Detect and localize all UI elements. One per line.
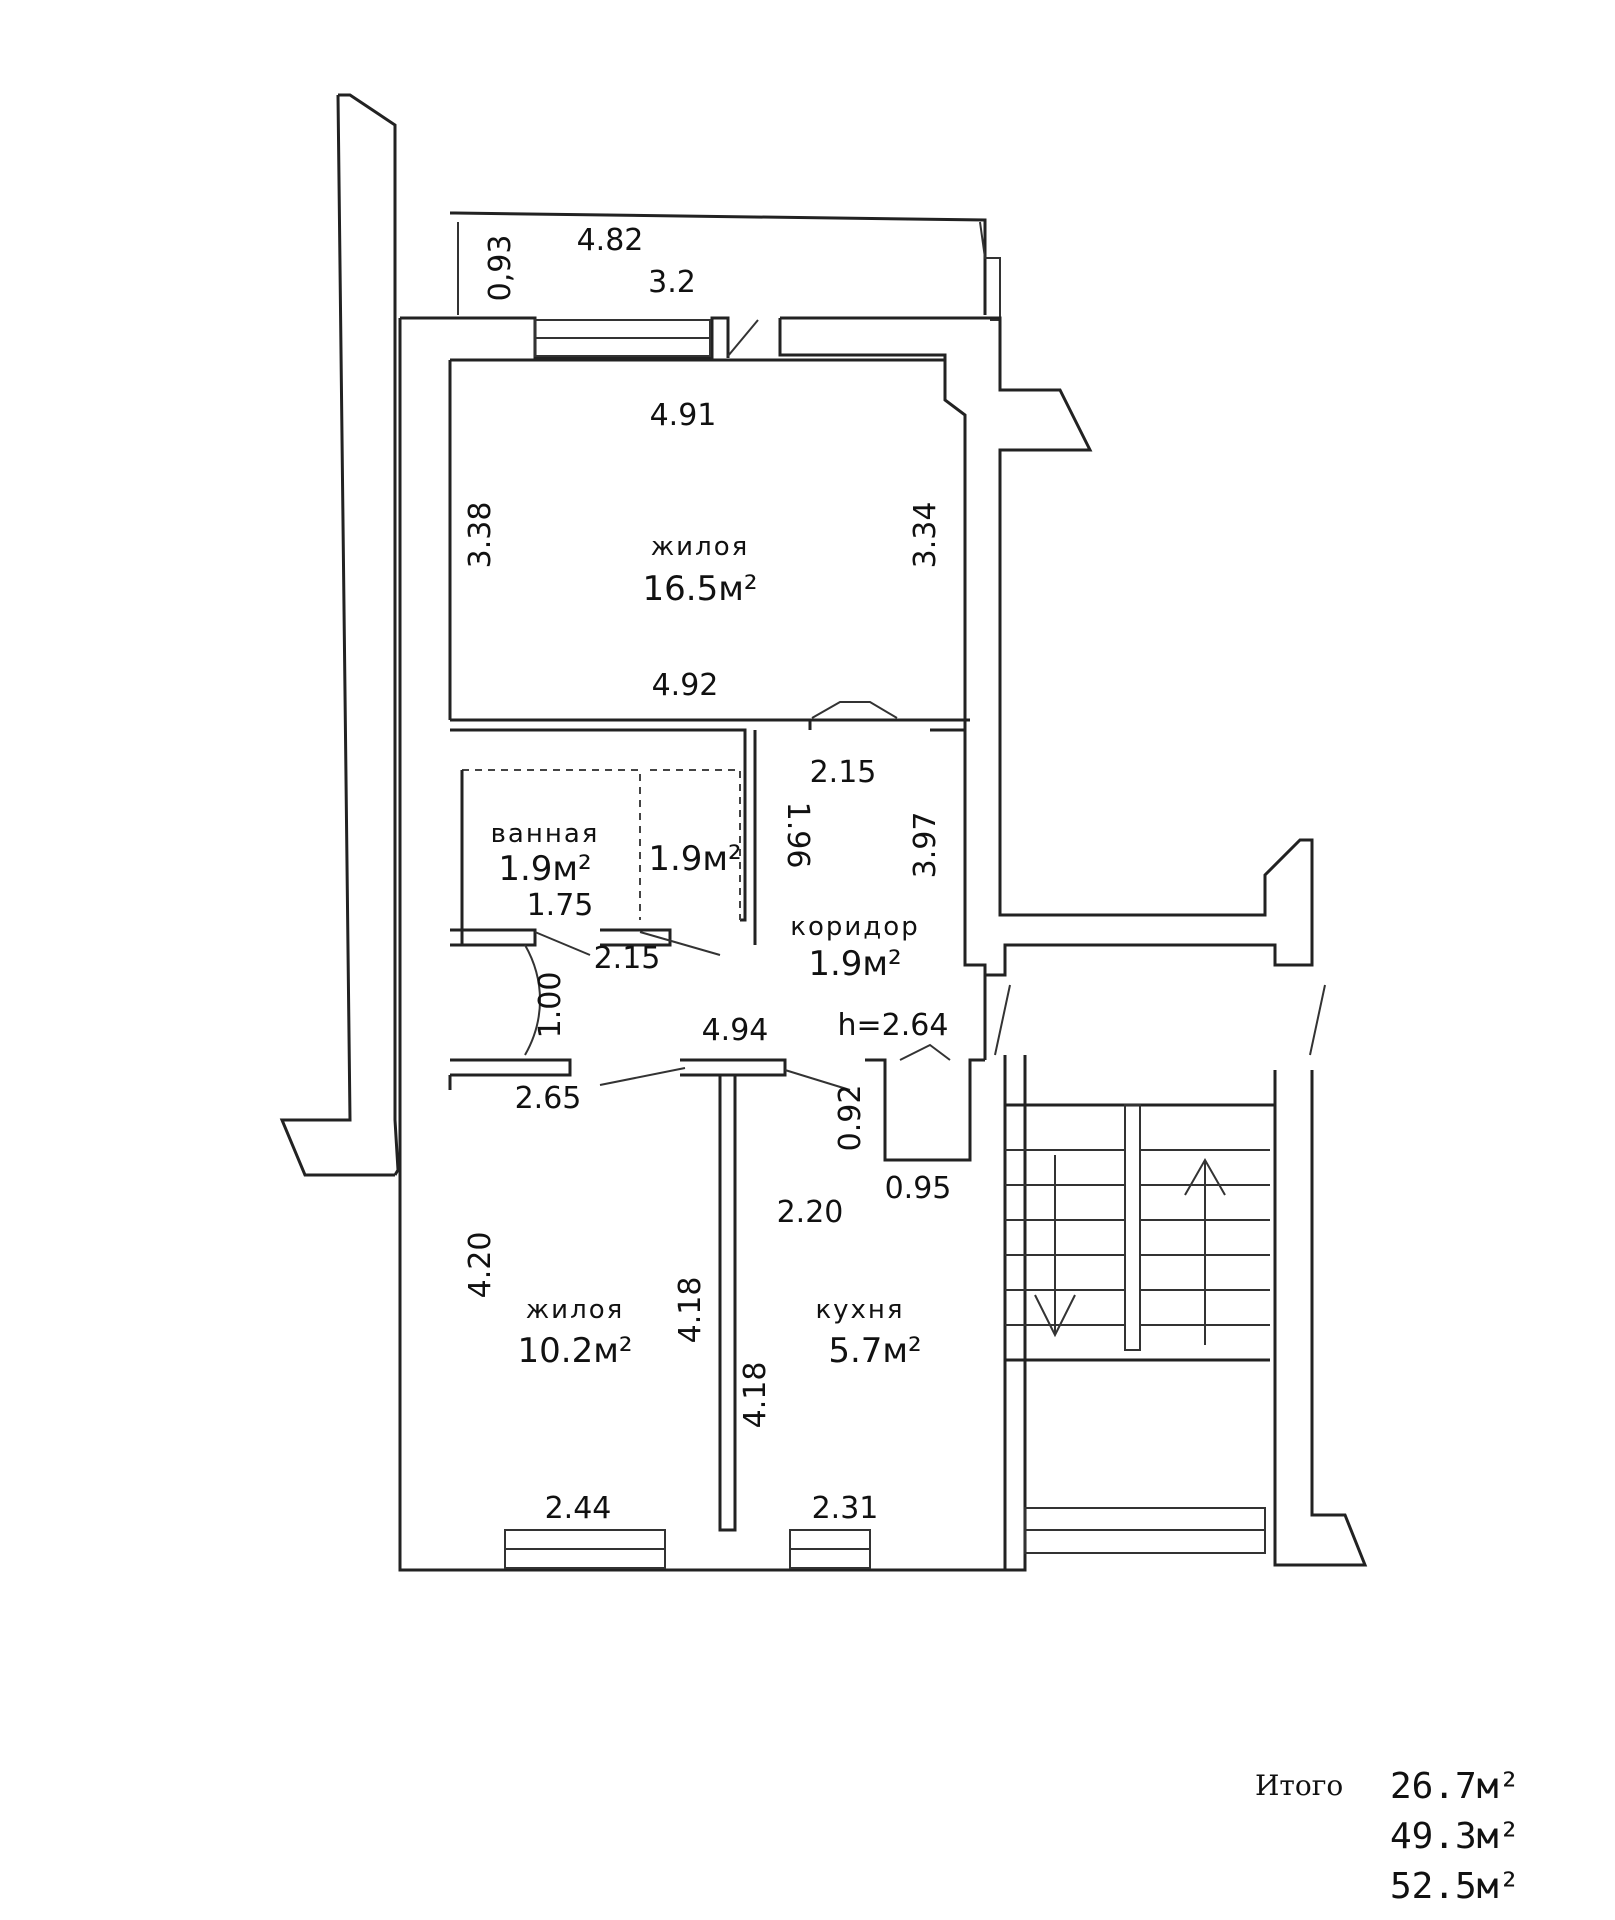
dim-kitchen-bottom: 2.31 [812, 1491, 879, 1526]
room-name-corridor: коридор [790, 912, 919, 942]
dim-corridor-bottom: 4.94 [702, 1013, 769, 1048]
door-swings [524, 319, 1326, 1091]
dim-corridor-top: 2.15 [810, 755, 877, 790]
room-name-kitchen: кухня [815, 1295, 904, 1325]
room-area-living-big: 16.5м² [643, 569, 758, 609]
staircase [1003, 1055, 1368, 1572]
dim-balcony-area: 3.2 [648, 265, 696, 300]
dim-ceiling-height: h=2.64 [838, 1008, 949, 1043]
room-labels: жилоя 16.5м² ванная 1.9м² 1.9м² коридор … [491, 532, 922, 1371]
dim-small-room-left: 4.20 [463, 1232, 498, 1299]
dim-living-big-top: 4.91 [650, 398, 717, 433]
dim-small-room-right: 4.18 [673, 1277, 708, 1344]
dim-balcony-height: 0,93 [483, 235, 518, 302]
dimension-labels: 0,93 4.82 3.2 4.91 3.38 3.34 4.92 2.15 1… [463, 223, 951, 1526]
dim-balcony-length: 4.82 [577, 223, 644, 258]
room-area-living-small: 10.2м² [518, 1331, 633, 1371]
room-area-wc: 1.9м² [648, 839, 741, 879]
dim-corridor-right: 3.97 [908, 812, 943, 879]
room-name-living-small: жилоя [526, 1295, 625, 1325]
room-area-kitchen: 5.7м² [828, 1331, 921, 1371]
total-value-1: 26.7м² [1390, 1766, 1520, 1807]
balcony [450, 211, 1001, 321]
dim-bath-wc-height: 1.96 [780, 802, 815, 869]
totals-label: Итого [1255, 1769, 1343, 1802]
dim-wc-bottom: 2.15 [594, 941, 661, 976]
dim-niche-width: 0.95 [885, 1171, 952, 1206]
dim-kitchen-left: 4.18 [738, 1362, 773, 1429]
room-area-corridor: 1.9м² [808, 944, 901, 984]
room-area-bath: 1.9м² [498, 849, 591, 889]
interior-walls [448, 718, 987, 1532]
dim-living-big-left: 3.38 [463, 502, 498, 569]
totals: Итого 26.7м² 49.3м² 52.5м² [1255, 1766, 1520, 1907]
total-value-3: 52.5м² [1390, 1866, 1520, 1907]
outer-left-wall [279, 93, 400, 1177]
room-name-living-big: жилоя [651, 532, 750, 562]
total-value-2: 49.3м² [1390, 1816, 1520, 1857]
dim-small-room-top: 2.65 [515, 1081, 582, 1116]
dim-closet-height: 1.00 [533, 972, 568, 1039]
dim-living-big-right: 3.34 [908, 502, 943, 569]
dim-living-big-bottom: 4.92 [652, 668, 719, 703]
dim-niche-height: 0.92 [833, 1085, 868, 1152]
outer-walls [398, 316, 1314, 1572]
dim-bath-width: 1.75 [527, 888, 594, 923]
dim-small-room-bottom: 2.44 [545, 1491, 612, 1526]
room-name-bath: ванная [491, 819, 600, 849]
windows [504, 319, 1266, 1569]
dim-kitchen-top: 2.20 [777, 1195, 844, 1230]
